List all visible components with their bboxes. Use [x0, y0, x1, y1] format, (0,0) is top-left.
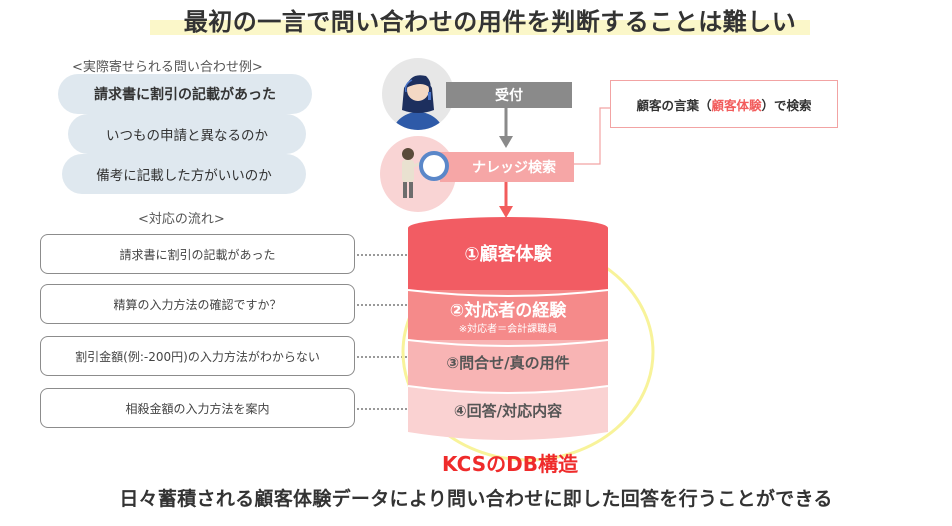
- knowledge-search-bar: ナレッジ検索: [440, 152, 574, 182]
- db-layer-3: ③問合せ/真の用件: [446, 354, 570, 372]
- examples-label: <実際寄せられる問い合わせ例>: [72, 60, 263, 75]
- arrow-down-2: [499, 182, 513, 218]
- searcher-avatar: [380, 136, 456, 212]
- connector-dots-3: [357, 356, 407, 358]
- example-bubble-2: いつもの申請と異なるのか: [68, 114, 306, 154]
- footer-statement: 日々蓄積される顧客体験データにより問い合わせに即した回答を行うことができる: [119, 488, 833, 510]
- note-connector: [574, 107, 610, 165]
- page-title: 最初の一言で問い合わせの用件を判断することは難しい: [183, 8, 797, 36]
- flow-step-3: 割引金額(例:-200円)の入力方法がわからない: [40, 336, 355, 376]
- db-layer-1: ①顧客体験: [464, 244, 552, 265]
- db-caption: KCSのDB構造: [442, 452, 578, 476]
- example-bubble-1: 請求書に割引の記載があった: [58, 74, 312, 114]
- flow-step-2: 精算の入力方法の確認ですか？: [40, 284, 355, 324]
- search-note-prefix: 顧客の言葉（: [636, 97, 712, 113]
- receptionist-avatar: [382, 58, 454, 130]
- magnifier-icon: [419, 151, 449, 181]
- flow-step-1: 請求書に割引の記載があった: [40, 234, 355, 274]
- db-layer-2-note: ※対応者＝会計課職員: [458, 324, 558, 335]
- title-highlight: [150, 20, 810, 35]
- flow-step-4: 相殺金額の入力方法を案内: [40, 388, 355, 428]
- search-note: 顧客の言葉（顧客体験）で検索: [610, 80, 838, 128]
- connector-dots-4: [357, 408, 407, 410]
- searching-person-icon: [402, 148, 425, 198]
- arrow-down-1: [499, 108, 513, 148]
- flow-label: <対応の流れ>: [138, 212, 225, 227]
- db-cylinder: [407, 217, 609, 440]
- db-layer-4: ④回答/対応内容: [453, 402, 563, 420]
- connector-dots-1: [357, 254, 407, 256]
- operator-person-icon: [392, 75, 444, 130]
- connector-dots-2: [357, 304, 407, 306]
- search-note-highlight: 顧客体験: [711, 97, 762, 113]
- reception-bar: 受付: [446, 82, 572, 108]
- search-note-suffix: ）で検索: [761, 97, 812, 113]
- example-bubble-3: 備考に記載した方がいいのか: [62, 154, 306, 194]
- db-layer-2: ②対応者の経験: [449, 301, 567, 321]
